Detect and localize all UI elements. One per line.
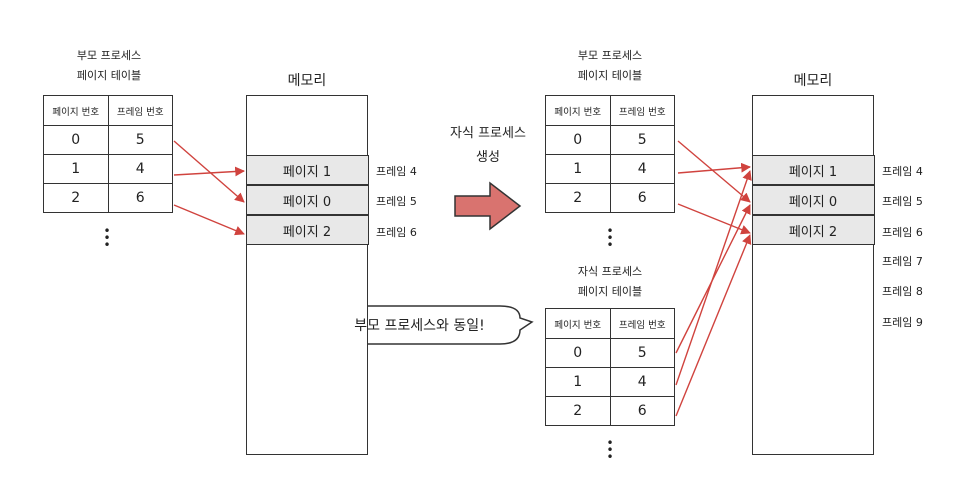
header-page-number: 페이지 번호	[545, 308, 611, 339]
right-parent-table-caption-line1: 부모 프로세스	[577, 49, 643, 62]
table-row: 2 6	[545, 396, 675, 426]
frame-number-cell: 5	[609, 125, 675, 155]
page-number-cell: 0	[545, 125, 611, 155]
fork-block-arrow	[454, 181, 522, 231]
frame-label: 프레임 6	[882, 226, 923, 239]
frame-label: 프레임 8	[882, 285, 923, 298]
page-number-cell: 2	[545, 396, 611, 426]
mapping-arrow	[677, 203, 751, 235]
parent-table-caption-line2: 페이지 테이블	[76, 69, 142, 82]
mapping-arrow	[173, 166, 245, 177]
table-row: 2 6	[43, 183, 173, 213]
frame-number-cell: 4	[609, 367, 675, 397]
mapping-arrow	[675, 234, 752, 417]
frame-number-cell: 6	[609, 183, 675, 213]
left-memory-title: 메모리	[287, 73, 327, 89]
table-row: 0 5	[545, 125, 675, 155]
right-memory-title: 메모리	[793, 73, 833, 89]
memory-frame-row: 페이지 2	[751, 215, 875, 245]
frame-label: 프레임 7	[882, 255, 923, 268]
frame-number-cell: 6	[609, 396, 675, 426]
child-page-table: 페이지 번호 프레임 번호 0 5 1 4 2 6	[545, 308, 675, 426]
header-frame-number: 프레임 번호	[609, 95, 675, 126]
frame-label: 프레임 4	[376, 165, 417, 178]
frame-label: 프레임 6	[376, 226, 417, 239]
page-number-cell: 2	[545, 183, 611, 213]
mapping-arrow	[677, 140, 751, 203]
parent-table-caption: 부모 프로세스 페이지 테이블	[44, 46, 174, 86]
table-row: 0 5	[545, 338, 675, 368]
header-frame-number: 프레임 번호	[107, 95, 173, 126]
right-parent-table-caption: 부모 프로세스 페이지 테이블	[545, 46, 675, 86]
page-number-cell: 0	[43, 125, 109, 155]
header-page-number: 페이지 번호	[545, 95, 611, 126]
frame-label: 프레임 5	[882, 195, 923, 208]
frame-label: 프레임 9	[882, 316, 923, 329]
frame-number-cell: 5	[107, 125, 173, 155]
child-table-caption: 자식 프로세스 페이지 테이블	[545, 262, 675, 302]
ellipsis-dots: •••	[103, 224, 111, 252]
right-parent-table-caption-line2: 페이지 테이블	[577, 69, 643, 82]
header-page-number: 페이지 번호	[43, 95, 109, 126]
table-row: 1 4	[545, 154, 675, 184]
table-row: 2 6	[545, 183, 675, 213]
page-number-cell: 1	[545, 154, 611, 184]
frame-number-cell: 6	[107, 183, 173, 213]
fork-arrow-caption-line2: 생성	[476, 150, 500, 165]
mapping-arrow	[173, 204, 245, 236]
right-memory-block: 페이지 1 페이지 0 페이지 2	[751, 95, 875, 455]
memory-frame-row: 페이지 0	[751, 185, 875, 215]
fork-arrow-caption: 자식 프로세스 생성	[428, 122, 548, 170]
memory-frame-row: 페이지 2	[245, 215, 369, 245]
right-parent-page-table: 페이지 번호 프레임 번호 0 5 1 4 2 6	[545, 95, 675, 213]
table-row: 1 4	[545, 367, 675, 397]
mapping-arrow	[677, 162, 751, 174]
frame-label: 프레임 4	[882, 165, 923, 178]
page-number-cell: 2	[43, 183, 109, 213]
ellipsis-dots: •••	[606, 224, 614, 252]
header-frame-number: 프레임 번호	[609, 308, 675, 339]
child-table-caption-line2: 페이지 테이블	[577, 285, 643, 298]
page-number-cell: 1	[545, 367, 611, 397]
page-number-cell: 1	[43, 154, 109, 184]
mapping-arrow	[173, 140, 245, 203]
frame-number-cell: 4	[609, 154, 675, 184]
parent-page-table: 페이지 번호 프레임 번호 0 5 1 4 2 6	[43, 95, 173, 213]
mapping-arrow	[675, 170, 752, 386]
memory-frame-row: 페이지 0	[245, 185, 369, 215]
ellipsis-dots: •••	[606, 436, 614, 464]
frame-number-cell: 5	[609, 338, 675, 368]
frame-label: 프레임 5	[376, 195, 417, 208]
fork-arrow-caption-line1: 자식 프로세스	[450, 126, 526, 141]
parent-table-caption-line1: 부모 프로세스	[76, 49, 142, 62]
frame-number-cell: 4	[107, 154, 173, 184]
memory-frame-row: 페이지 1	[751, 155, 875, 185]
table-row: 1 4	[43, 154, 173, 184]
speech-bubble: 부모 프로세스와 동일!	[354, 318, 485, 334]
child-table-caption-line1: 자식 프로세스	[577, 265, 643, 278]
memory-frame-row: 페이지 1	[245, 155, 369, 185]
table-row: 0 5	[43, 125, 173, 155]
page-number-cell: 0	[545, 338, 611, 368]
left-memory-block: 페이지 1 페이지 0 페이지 2	[245, 95, 369, 455]
